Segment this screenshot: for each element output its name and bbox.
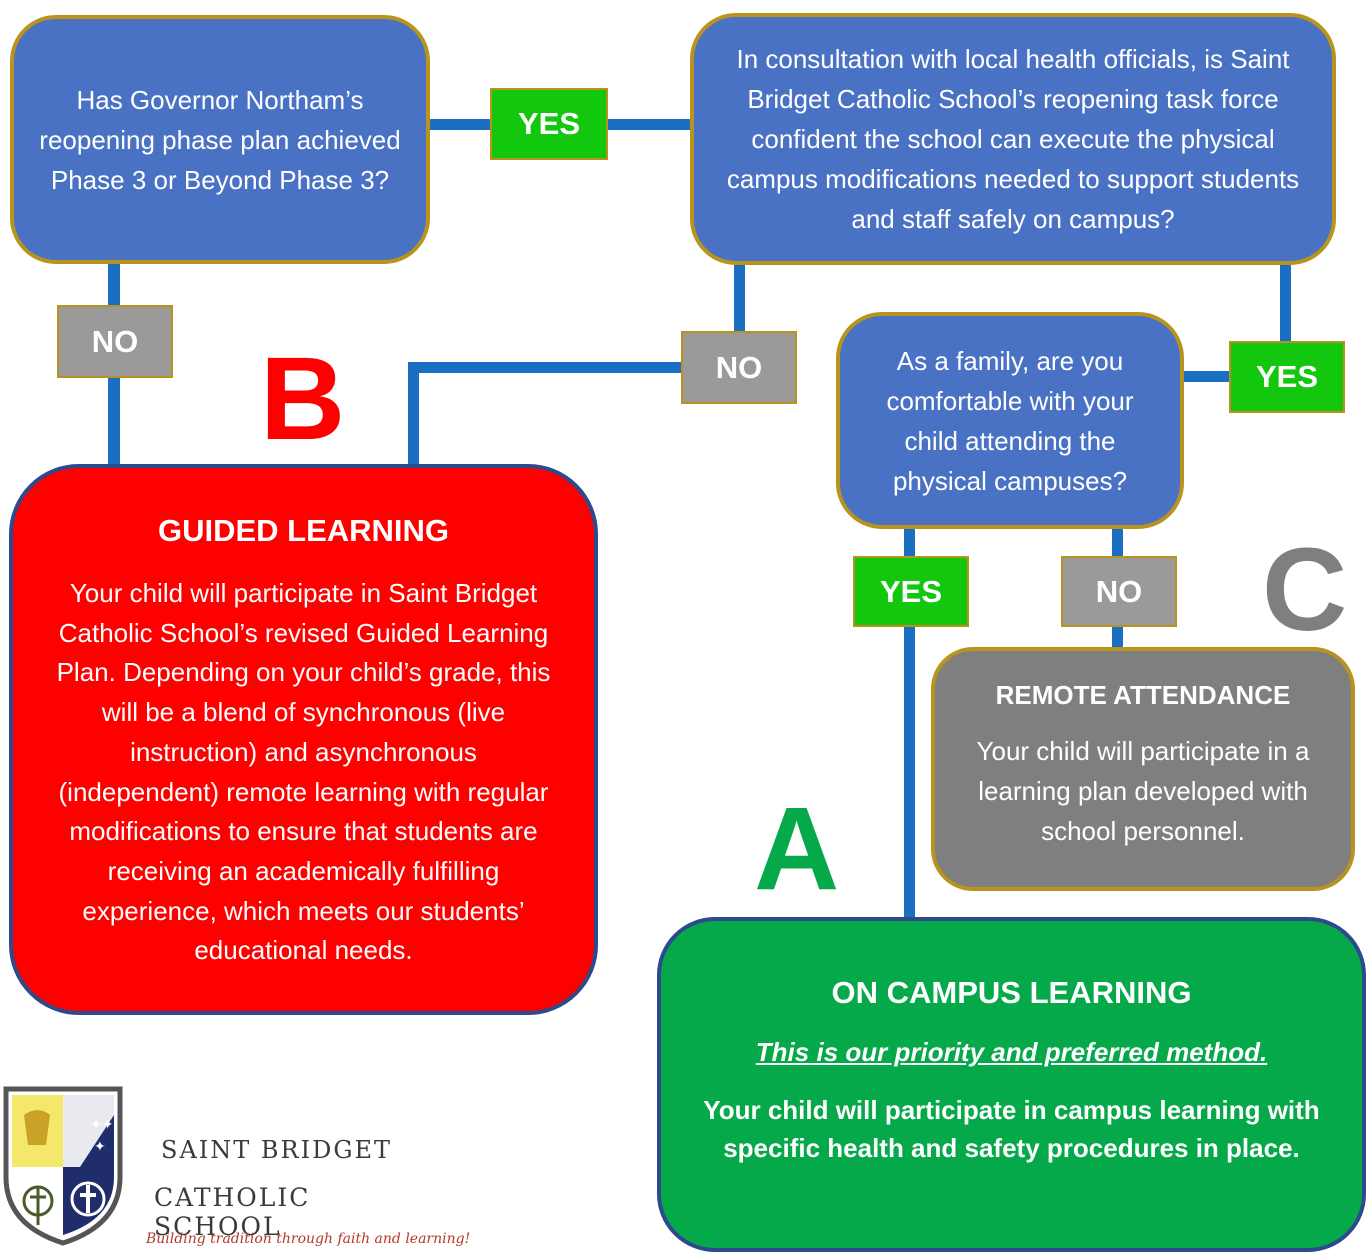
question-family-comfort-text: As a family, are you comfortable with yo… bbox=[886, 345, 1134, 496]
outcome-remote-attendance: REMOTE ATTENDANCE Your child will partic… bbox=[931, 647, 1355, 891]
no-tag-q3: NO bbox=[1061, 556, 1177, 627]
connector-q2-yes bbox=[1280, 258, 1291, 348]
on-campus-title: ON CAMPUS LEARNING bbox=[831, 975, 1192, 1010]
svg-text:✦: ✦ bbox=[94, 1139, 106, 1155]
on-campus-priority: This is our priority and preferred metho… bbox=[755, 1037, 1268, 1067]
school-name-line1: SAINT BRIDGET bbox=[161, 1136, 393, 1164]
remote-attendance-body: Your child will participate in a learnin… bbox=[976, 736, 1310, 846]
guided-learning-title: GUIDED LEARNING bbox=[157, 513, 450, 548]
school-name-line2: CATHOLIC SCHOOL bbox=[154, 1183, 311, 1241]
svg-text:✦✦: ✦✦ bbox=[90, 1117, 114, 1133]
question-phase-plan: Has Governor Northam’s reopening phase p… bbox=[10, 15, 430, 264]
connector-no-horizontal bbox=[408, 362, 688, 373]
school-motto: Building tradition through faith and lea… bbox=[146, 1231, 471, 1247]
letter-a: A bbox=[754, 783, 840, 915]
guided-learning-body: Your child will participate in Saint Bri… bbox=[56, 578, 551, 966]
question-family-comfort: As a family, are you comfortable with yo… bbox=[836, 312, 1184, 529]
question-phase-plan-text: Has Governor Northam’s reopening phase p… bbox=[39, 84, 401, 195]
school-crest-icon: ✦✦ ✦ bbox=[3, 1086, 123, 1246]
connector-q3-yes bbox=[904, 522, 915, 922]
outcome-on-campus-learning: ON CAMPUS LEARNING This is our priority … bbox=[657, 917, 1366, 1252]
no-tag-q2: NO bbox=[681, 331, 797, 404]
question-task-force: In consultation with local health offici… bbox=[690, 13, 1336, 265]
letter-b: B bbox=[260, 333, 346, 465]
crest-cross-circle bbox=[70, 1181, 106, 1217]
no-tag-q1: NO bbox=[57, 305, 173, 378]
remote-attendance-title: REMOTE ATTENDANCE bbox=[995, 680, 1291, 710]
on-campus-body: Your child will participate in campus le… bbox=[703, 1095, 1320, 1163]
question-task-force-text: In consultation with local health offici… bbox=[726, 44, 1300, 234]
letter-c: C bbox=[1262, 524, 1348, 656]
yes-tag-q3: YES bbox=[853, 556, 969, 627]
connector-q2-no bbox=[734, 258, 745, 338]
connector-yes-to-q3 bbox=[1178, 371, 1236, 382]
yes-tag-q2: YES bbox=[1229, 341, 1345, 413]
yes-tag-q1: YES bbox=[490, 88, 608, 160]
outcome-guided-learning: GUIDED LEARNING Your child will particip… bbox=[9, 464, 598, 1015]
connector-no-to-guided bbox=[408, 362, 419, 470]
school-logo: ✦✦ ✦ SAINT BRIDGET CATHOLIC SCHOOL Build… bbox=[0, 1085, 470, 1247]
